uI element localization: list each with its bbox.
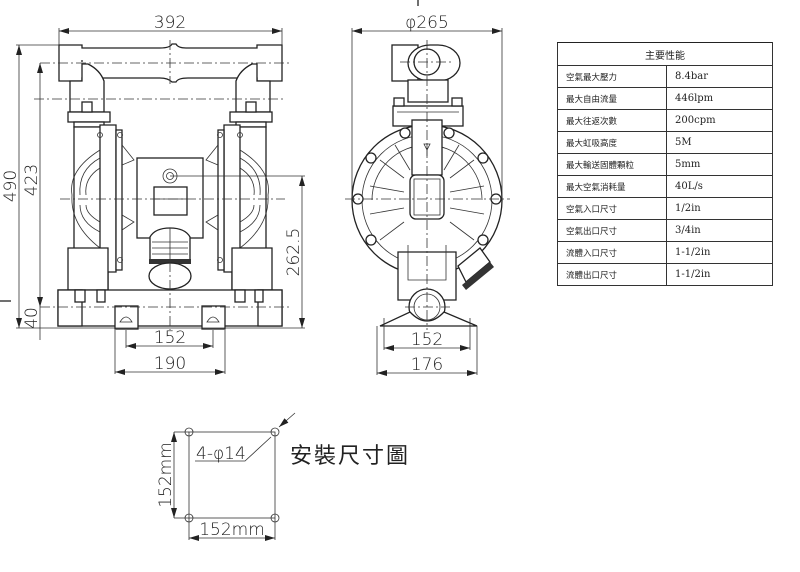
left-column [67,63,111,128]
right-column [229,63,273,128]
spec-value: 200cpm [666,109,773,132]
spec-key: 最大空氣消耗量 [557,175,667,198]
dim-base-40: 40 [22,307,42,329]
front-dimensions [0,28,305,375]
housing-ribs [369,144,485,241]
spec-key: 空氣入口尺寸 [557,197,667,220]
dim-width-392: 392 [154,13,186,33]
dim-side-152: 152 [411,330,443,350]
spec-value: 446lpm [666,87,773,110]
spec-value: 1/2in [666,197,773,220]
side-dimensions [351,28,503,376]
spec-value: 3/4in [666,219,773,242]
side-view [345,0,510,376]
spec-key: 空氣出口尺寸 [557,219,667,242]
dim-mount-190: 190 [154,354,186,374]
muffler [148,227,192,290]
mounting-dimensions-title: 安裝尺寸圖 [290,444,411,469]
spec-value: 1-1/2in [666,241,773,264]
top-manifold [40,40,290,84]
center-air-valve-body [60,157,305,239]
spec-value: 5M [666,131,773,154]
spec-table-header: 主要性能 [557,42,773,66]
dim-height-490: 490 [1,170,21,202]
side-muffler [457,247,494,290]
spec-key: 流體出口尺寸 [557,263,667,286]
spec-key: 最大往返次數 [557,109,667,132]
mounting-diagram [171,412,296,541]
dim-height-423: 423 [22,164,42,196]
dim-outlet-262-5: 262.5 [284,228,304,277]
mount-height-label: 152mm [156,442,176,508]
spec-value: 8.4bar [666,65,773,88]
spec-key: 最大虹吸高度 [557,131,667,154]
dim-diameter-265: φ265 [405,13,449,33]
spec-key: 最大輸送固體顆粒 [557,153,667,176]
spec-key: 最大自由流量 [557,87,667,110]
spec-key: 流體入口尺寸 [557,241,667,264]
mount-hole [270,427,280,437]
spec-value: 5mm [666,153,773,176]
spec-key: 空氣最大壓力 [557,65,667,88]
front-view [0,28,305,375]
bottom-manifold [34,98,290,330]
spec-value: 1-1/2in [666,263,773,286]
dim-mount-152: 152 [154,328,186,348]
dim-side-176: 176 [411,355,443,375]
mount-width-label: 152mm [199,520,265,540]
hole-spec-label: 4-φ14 [196,444,246,464]
spec-value: 40L/s [666,175,773,198]
